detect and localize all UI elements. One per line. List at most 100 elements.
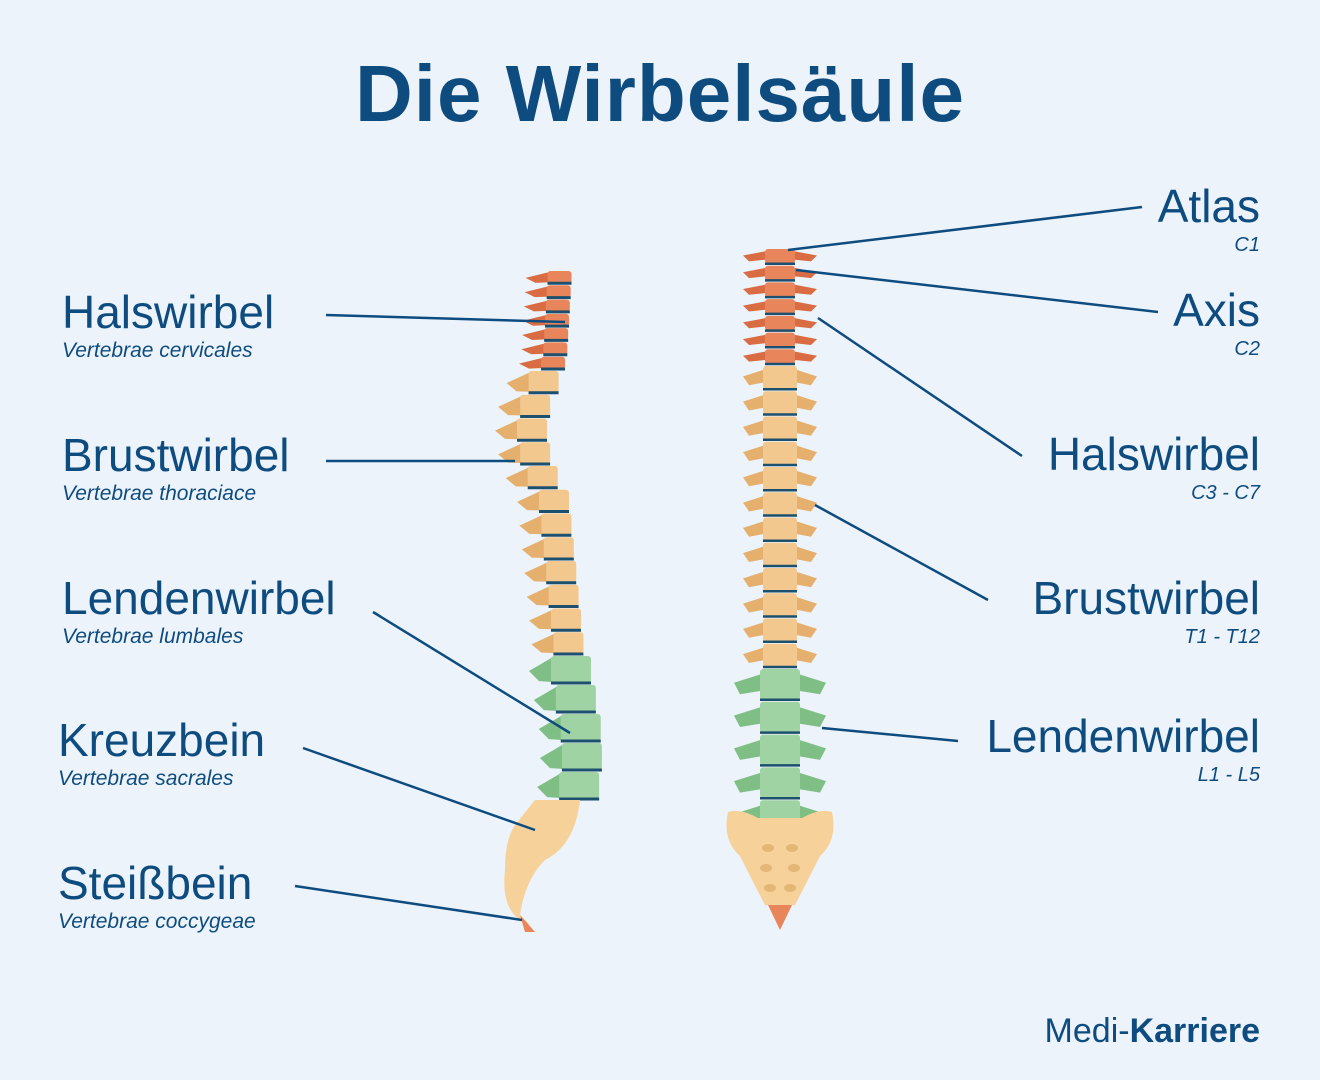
label-name: Brustwirbel [1032,572,1260,624]
sacrum-front [726,810,834,905]
leader-line [372,610,571,735]
vertebra-body [765,265,795,281]
vertebra-body [545,313,569,327]
label-sub: Vertebrae thoraciace [62,482,257,505]
label-brustwirbel-front: Brustwirbel T1 - T12 [1032,572,1260,650]
vertebra-process-right [797,496,817,512]
vertebra-body [763,492,797,516]
vertebra-process-left [743,334,765,345]
vertebra-process-left [743,251,765,262]
label-sub: C3 - C7 [1191,482,1260,504]
vertebra-body [520,442,551,464]
leader-line [795,268,1159,314]
vertebra-process [519,357,544,369]
vertebra-process-left [743,496,763,512]
vertebra-body [543,537,574,559]
vertebra-process-left [743,420,763,436]
vertebra-process-left [743,647,763,663]
vertebra-body [546,285,571,298]
vertebra-body [763,568,797,592]
leader-line [787,205,1143,252]
vertebra-process-right [800,740,826,760]
vertebra-process-left [743,546,763,562]
vertebra-body [551,608,581,631]
leader-line [294,884,523,922]
vertebra-process [533,686,558,711]
leader-line [302,746,536,832]
leader-line [325,313,566,324]
vertebra-process-left [743,268,765,279]
vertebra-body [541,513,572,536]
vertebra-body [547,271,572,284]
vertebra-body [763,366,797,390]
label-sub: L1 - L5 [1197,764,1260,786]
vertebra-process-right [795,318,817,329]
vertebra-body [763,618,797,642]
vertebra-process [524,286,549,298]
vertebra-process-right [795,301,817,312]
vertebra-body [559,772,600,799]
vertebra-process-right [797,471,817,487]
vertebra-process [498,443,523,463]
label-halswirbel-front: Halswirbel C3 - C7 [1048,428,1260,506]
sacrum-side [504,800,580,925]
vertebra-process-left [743,521,763,537]
label-sub: C2 [1234,338,1260,360]
vertebra-process [529,609,553,630]
vertebra-body [560,714,601,741]
vertebra-body [763,441,797,465]
vertebra-process [524,562,549,582]
vertebra-process-right [797,546,817,562]
coccyx-side [520,915,535,932]
brand-logo: Medi-Karriere [1045,1012,1260,1051]
vertebra-process [526,585,551,606]
vertebra-process-right [795,251,817,262]
vertebra-body [517,418,547,441]
vertebra-process-right [797,521,817,537]
vertebra-body [763,391,797,415]
vertebra-body [543,342,568,355]
vertebra-body [539,489,569,512]
vertebra-process-left [743,445,763,461]
vertebra-process-right [797,647,817,663]
vertebra-body [763,467,797,491]
vertebra-body [527,466,558,488]
vertebra-body [760,734,800,766]
vertebra-process [505,467,530,487]
vertebra-body [765,299,795,314]
brand-bold: Karriere [1129,1012,1260,1050]
vertebra-process [539,744,564,769]
vertebra-body [545,299,570,312]
vertebra-process [538,715,563,740]
leader-line [814,503,989,602]
vertebra-body [760,701,800,733]
sacral-foramen [762,844,774,852]
vertebra-body [561,743,602,770]
label-axis: Axis C2 [1173,284,1260,362]
label-sub: C1 [1234,234,1260,256]
coccyx-front [768,905,792,930]
label-sub: Vertebrae lumbales [62,625,244,648]
vertebra-process-right [800,707,826,728]
vertebra-body [544,328,569,341]
sacral-foramen [788,864,800,872]
vertebra-process-right [797,445,817,461]
vertebra-process-right [795,334,817,345]
vertebra-process [519,514,544,535]
label-kreuzbein-side: Kreuzbein Vertebrae sacrales [58,714,265,792]
label-lendenwirbel-side: Lendenwirbel Vertebrae lumbales [62,572,336,650]
vertebra-process-right [795,284,817,295]
vertebra-process-right [797,395,817,411]
label-name: Steißbein [58,857,253,909]
vertebra-process-left [734,707,760,728]
vertebra-process [525,272,550,283]
vertebra-process-left [734,772,760,793]
vertebra-body [760,669,800,700]
vertebra-body [553,632,584,654]
vertebra-body [555,685,596,712]
page-title: Die Wirbelsäule [354,49,966,138]
vertebra-body [763,517,797,541]
vertebra-process [522,329,547,340]
label-name: Atlas [1157,180,1260,232]
